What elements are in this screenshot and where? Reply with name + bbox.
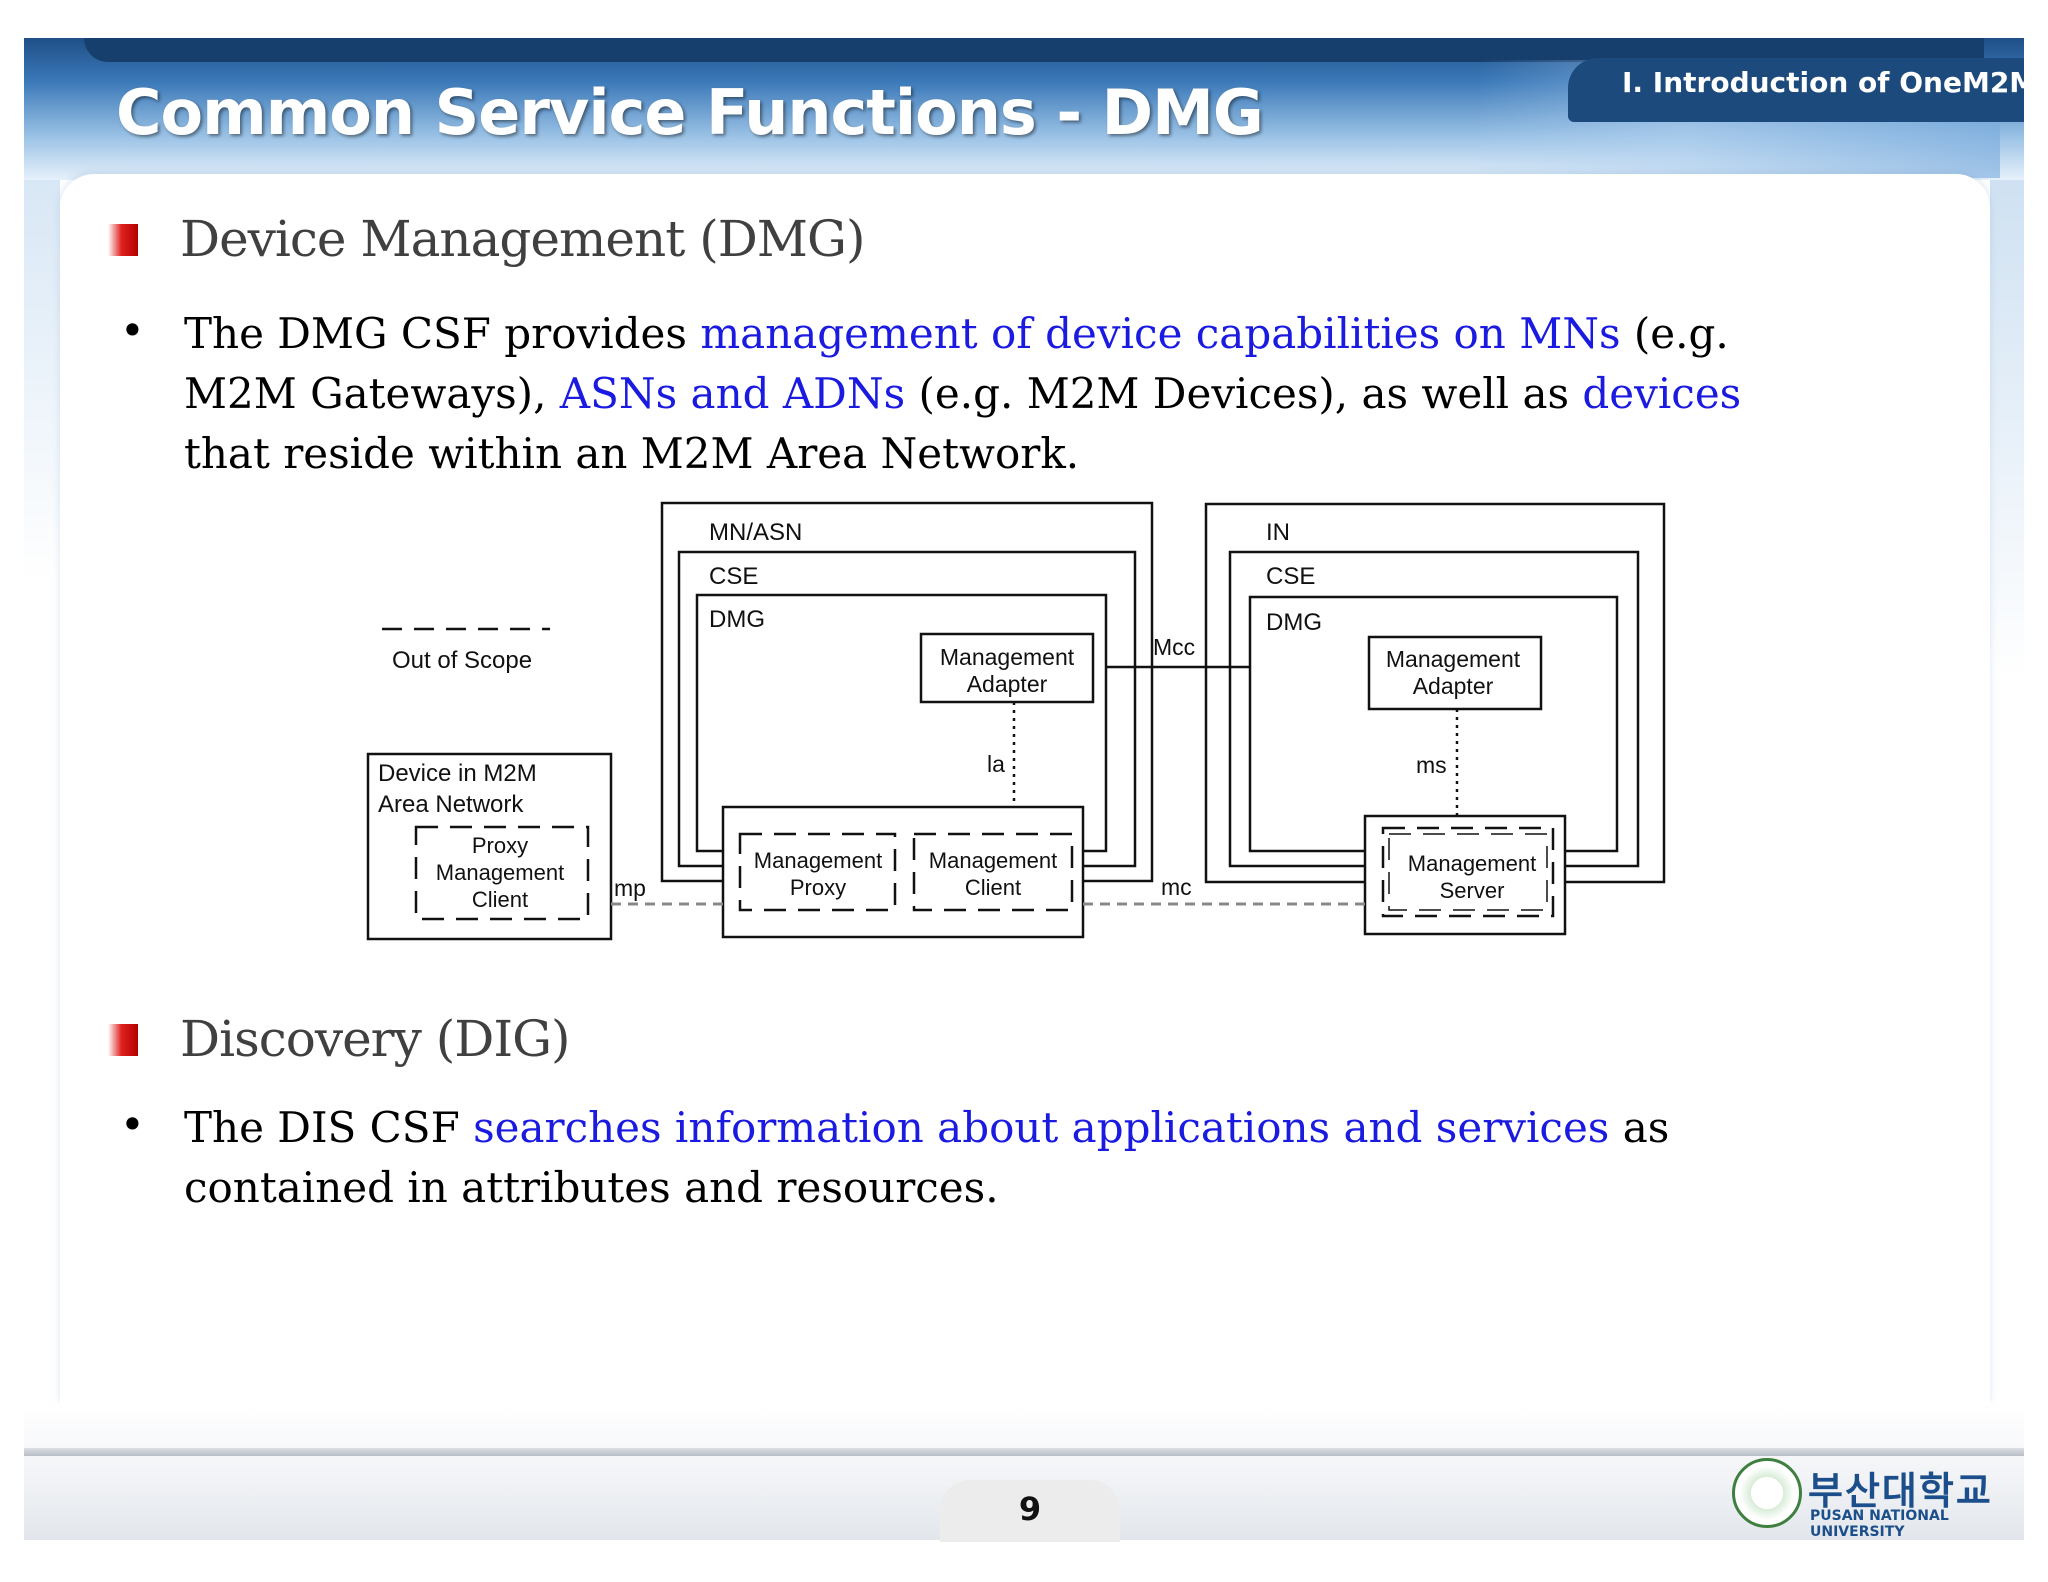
mgmt-adapter-left-box [919,632,1095,704]
dig-description: The DIS CSF searches information about a… [184,1103,1670,1212]
left-edge-decoration [24,180,60,580]
bullet-dot: • [120,1100,145,1149]
red-square-bullet-icon [108,1024,138,1056]
in-label: IN [1266,519,1290,546]
dmg-description: The DMG CSF provides management of devic… [184,309,1742,478]
mp-label: mp [614,875,646,901]
mcc-label: Mcc [1153,634,1195,660]
mgmt-server-box [1363,814,1567,936]
footer-line [24,1448,2024,1456]
device-in-area-line2: Area Network [378,791,524,818]
dmg-label-right: DMG [1266,609,1322,636]
bullet-dot: • [120,306,145,355]
red-square-bullet-icon [108,224,138,256]
cse-label-left: CSE [709,563,758,590]
mgmt-client-line2: Client [965,875,1021,900]
page-number-tab [940,1480,1120,1542]
section-tab-label: I. Introduction of OneM2M [1622,66,2038,99]
proxy-mgmt-client-line1: Proxy [472,833,528,858]
proxy-mgmt-client-line2: Management [436,860,564,885]
page-number: 9 [1018,1490,1042,1528]
university-seal-icon [1732,1458,1802,1528]
proxy-mgmt-client-dashed [414,825,590,921]
slide-title: Common Service Functions - DMG [116,76,1264,149]
mgmt-server-line2: Server [1440,878,1505,903]
mgmt-adapter-left-line2: Adapter [967,671,1048,697]
cse-label-right: CSE [1266,563,1315,590]
proxy-mgmt-client-line3: Client [472,887,528,912]
mgmt-client-line1: Management [929,848,1057,873]
legend-label: Out of Scope [392,647,532,674]
mgmt-proxy-line2: Proxy [790,875,846,900]
right-edge-decoration [1990,180,2024,680]
university-logo-english: PUSAN NATIONAL UNIVERSITY [1810,1508,1949,1540]
mgmt-server-line1: Management [1408,851,1536,876]
mgmt-proxy-line1: Management [754,848,882,873]
mgmt-adapter-left-line1: Management [940,644,1075,670]
la-label: la [987,751,1005,777]
mgmt-adapter-right-line1: Management [1386,646,1521,672]
mgmt-proxy-client-box [721,805,1085,939]
mgmt-adapter-right-box [1367,635,1543,711]
mgmt-server-dashed-inner [1388,833,1548,911]
mgmt-adapter-right-line2: Adapter [1413,673,1494,699]
mgmt-client-dashed [912,832,1074,912]
section-tab [1568,58,2024,122]
section-heading-dmg: Device Management (DMG) [180,210,865,268]
device-in-area-box [366,752,613,941]
mc-label: mc [1161,874,1192,900]
dmg-label-left: DMG [709,606,765,633]
mgmt-server-dashed [1381,826,1555,918]
device-in-area-line1: Device in M2M [378,760,537,787]
university-logo-korean: 부산대학교 [1808,1469,1993,1513]
section-heading-dig: Discovery (DIG) [180,1010,571,1068]
mgmt-proxy-dashed [738,832,897,912]
mn-asn-label: MN/ASN [709,519,802,546]
ms-label: ms [1416,752,1447,778]
